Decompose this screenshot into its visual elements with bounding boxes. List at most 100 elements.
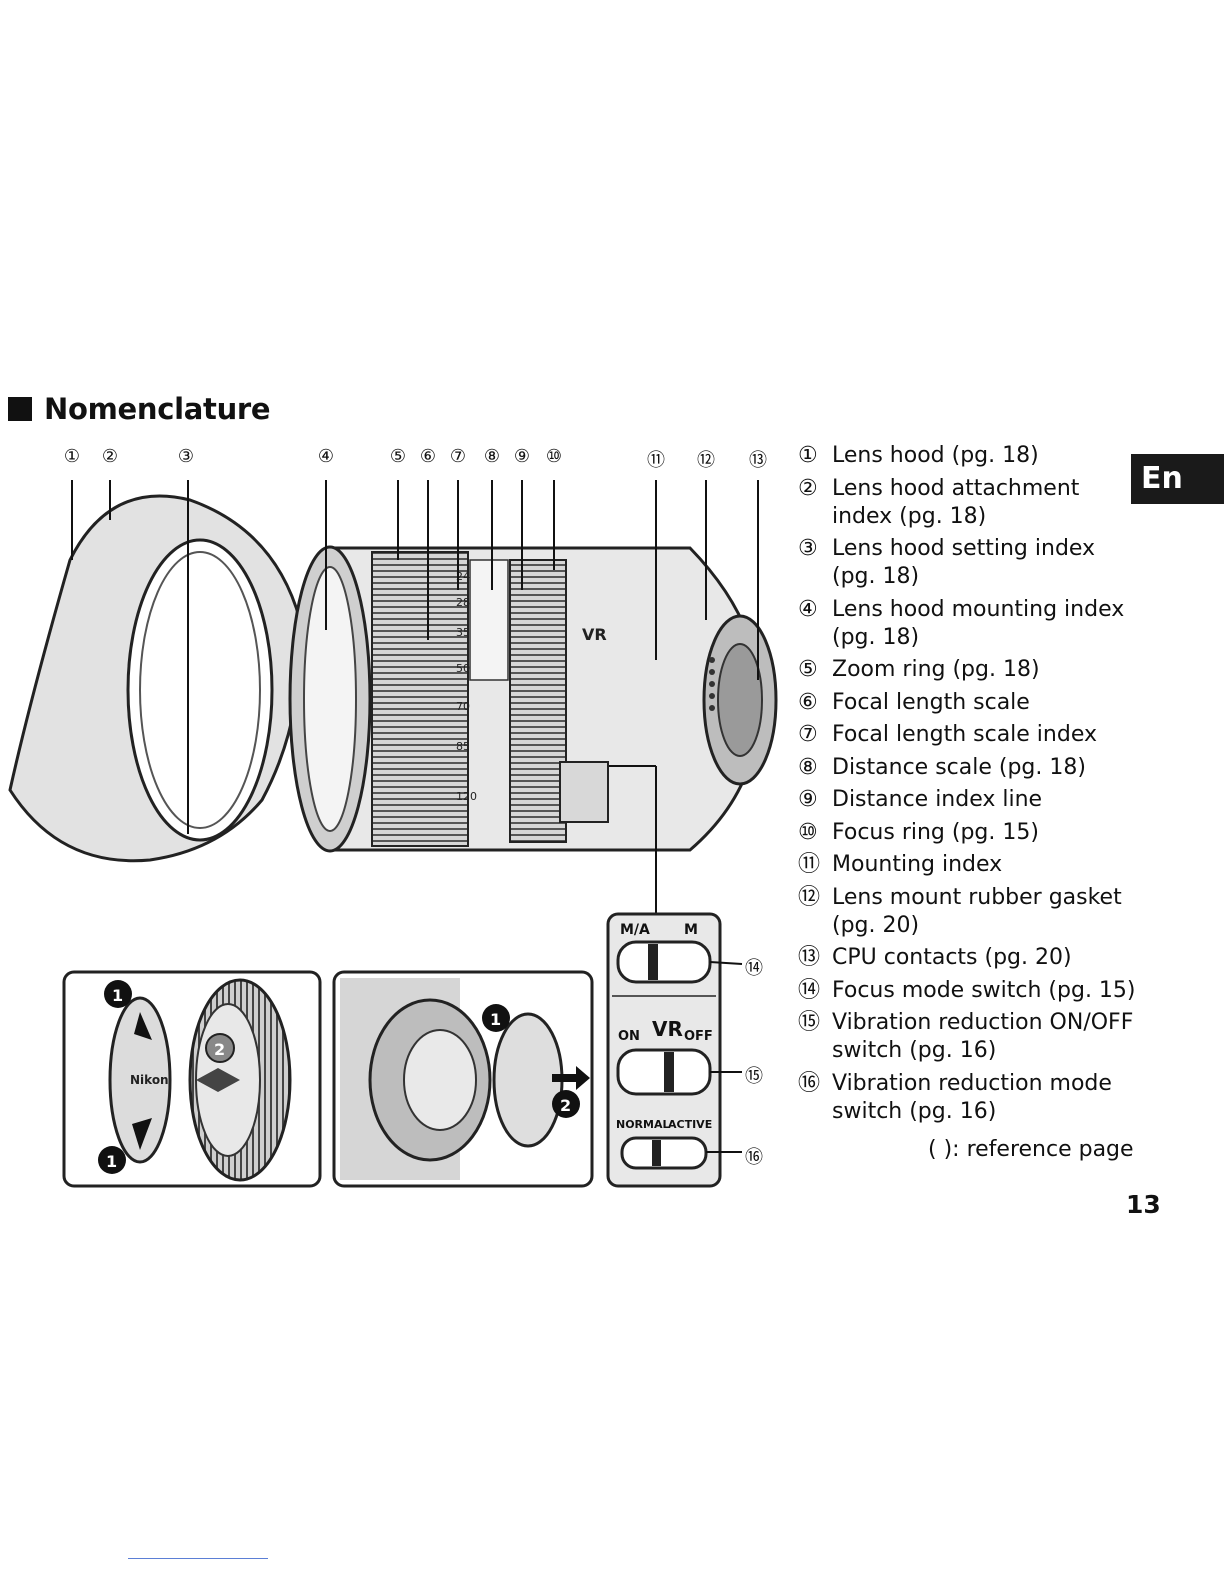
language-tab: En [1131, 454, 1224, 504]
step-marker [104, 980, 132, 1008]
callout-labels: ① ② ③ ④ ⑤ ⑥ ⑦ ⑧ ⑨ ⑩ ⑪ ⑫ ⑬ ⑭ ⑮ ⑯ [63, 446, 767, 1168]
item-text: Lens hood (pg. 18) [832, 443, 1039, 468]
switch-label-active: ACTIVE [668, 1118, 712, 1131]
callout-1: ① [63, 446, 81, 467]
list-item: ② Lens hood attachment index (pg. 18) [798, 475, 1138, 531]
item-number: ② [798, 475, 818, 501]
callout-8: ⑧ [483, 446, 501, 467]
callout-10: ⑩ [545, 446, 563, 467]
list-item: ⑭ Focus mode switch (pg. 15) [798, 977, 1138, 1005]
callout-11: ⑪ [647, 450, 665, 471]
item-text: Vibration reduction mode switch (pg. 16) [832, 1070, 1112, 1124]
focal-mark-35: 35 [456, 626, 470, 639]
callout-12: ⑫ [697, 450, 715, 471]
item-text: CPU contacts (pg. 20) [832, 945, 1072, 970]
focal-mark-70: 70 [456, 700, 470, 713]
item-number: ⑧ [798, 754, 818, 780]
rear-cap [492, 1012, 564, 1148]
list-item: ⑫ Lens mount rubber gasket (pg. 20) [798, 884, 1138, 940]
item-text: Distance index line [832, 787, 1043, 812]
switch-label-vr: VR [652, 1017, 683, 1041]
item-text: Lens hood mounting index (pg. 18) [832, 596, 1125, 650]
item-text: Lens hood setting index (pg. 18) [832, 536, 1096, 589]
callout-16: ⑯ [745, 1147, 763, 1168]
item-number: ③ [798, 536, 818, 561]
callout-7: ⑦ [449, 446, 467, 467]
switch-label-m: M [684, 922, 698, 938]
lens-body: VR 120 85 70 50 35 28 24 [288, 480, 778, 914]
item-number: ⑩ [798, 819, 818, 845]
cpu-contacts [709, 657, 715, 711]
heading-title: Nomenclature [44, 392, 271, 426]
page-number: 13 [1126, 1190, 1161, 1219]
item-text: Distance scale (pg. 18) [832, 754, 1086, 780]
step-label: 1 [490, 1010, 501, 1029]
callout-4: ④ [317, 446, 335, 467]
step-label: 1 [106, 1152, 117, 1171]
callout-2: ② [101, 446, 119, 467]
lens-hood [8, 480, 302, 863]
step-marker [205, 1033, 235, 1063]
rear-cap-inset: 1 2 [332, 970, 594, 1188]
zoom-ring [371, 551, 469, 847]
callout-15: ⑮ [745, 1066, 763, 1087]
item-text: Focus mode switch (pg. 15) [832, 977, 1136, 1003]
item-text: Lens hood attachment index (pg. 18) [832, 475, 1080, 529]
callout-13: ⑬ [749, 450, 767, 471]
section-heading: Nomenclature [8, 392, 271, 426]
item-number: ④ [798, 596, 818, 622]
footer-link-rule[interactable] [128, 1558, 268, 1559]
list-item: ④ Lens hood mounting index (pg. 18) [798, 596, 1138, 652]
vr-badge: VR [582, 625, 607, 644]
focus-mode-switch [616, 940, 712, 984]
focal-mark-120: 120 [456, 790, 477, 803]
step-marker [98, 1146, 126, 1174]
vr-mode-switch [620, 1136, 708, 1170]
front-cap-inset: Nikon 1 1 2 [62, 970, 322, 1188]
focal-mark-85: 85 [456, 740, 470, 753]
item-number: ⑭ [798, 977, 821, 1003]
focus-ring [509, 559, 567, 843]
step-label: 1 [112, 986, 123, 1005]
switch-label-ma: M/A [620, 922, 650, 938]
item-text: Focal length scale index [832, 722, 1097, 747]
item-number: ⑥ [798, 689, 818, 715]
step-marker [552, 1090, 580, 1118]
switch-label-on: ON [618, 1029, 640, 1044]
focal-mark-28: 28 [456, 596, 470, 609]
callout-6: ⑥ [419, 446, 437, 467]
list-item: ⑥ Focal length scale [798, 689, 1138, 717]
callout-5: ⑤ [389, 446, 407, 467]
reference-note: ( ): reference page [928, 1137, 1134, 1162]
item-number: ⑨ [798, 787, 818, 812]
item-text: Focal length scale [832, 689, 1030, 715]
item-number: ⑫ [798, 884, 821, 910]
nomenclature-list: ① Lens hood (pg. 18) ② Lens hood attachmen… [798, 442, 1138, 1130]
lens-illustration: VR 120 85 70 50 35 28 24 Nikon [8, 480, 778, 1188]
list-item: ⑬ CPU contacts (pg. 20) [798, 944, 1138, 972]
callout-3: ③ [177, 446, 195, 467]
cap-brand-label: Nikon [130, 1073, 169, 1087]
item-number: ⑬ [798, 945, 821, 970]
item-number: ⑮ [798, 1010, 821, 1035]
item-text: Vibration reduction ON/OFF switch (pg. 1… [832, 1010, 1134, 1063]
lens-cap [108, 996, 172, 1164]
list-item: ① Lens hood (pg. 18) [798, 442, 1138, 470]
heading-bullet [8, 397, 32, 421]
callout-14: ⑭ [745, 958, 763, 979]
item-text: Lens mount rubber gasket (pg. 20) [832, 884, 1122, 938]
focal-mark-50: 50 [456, 662, 470, 675]
step-label: 2 [214, 1040, 225, 1059]
list-item: ⑨ Distance index line [798, 786, 1138, 814]
callout-9: ⑨ [513, 446, 531, 467]
switch-label-normal: NORMAL [616, 1118, 670, 1131]
switch-panel: M/A M ON VR OFF NORMAL ACTIVE [606, 912, 743, 1188]
list-item: ③ Lens hood setting index (pg. 18) [798, 535, 1138, 591]
item-number: ① [798, 443, 818, 468]
item-number: ⑪ [798, 852, 821, 877]
step-label: 2 [560, 1096, 571, 1115]
